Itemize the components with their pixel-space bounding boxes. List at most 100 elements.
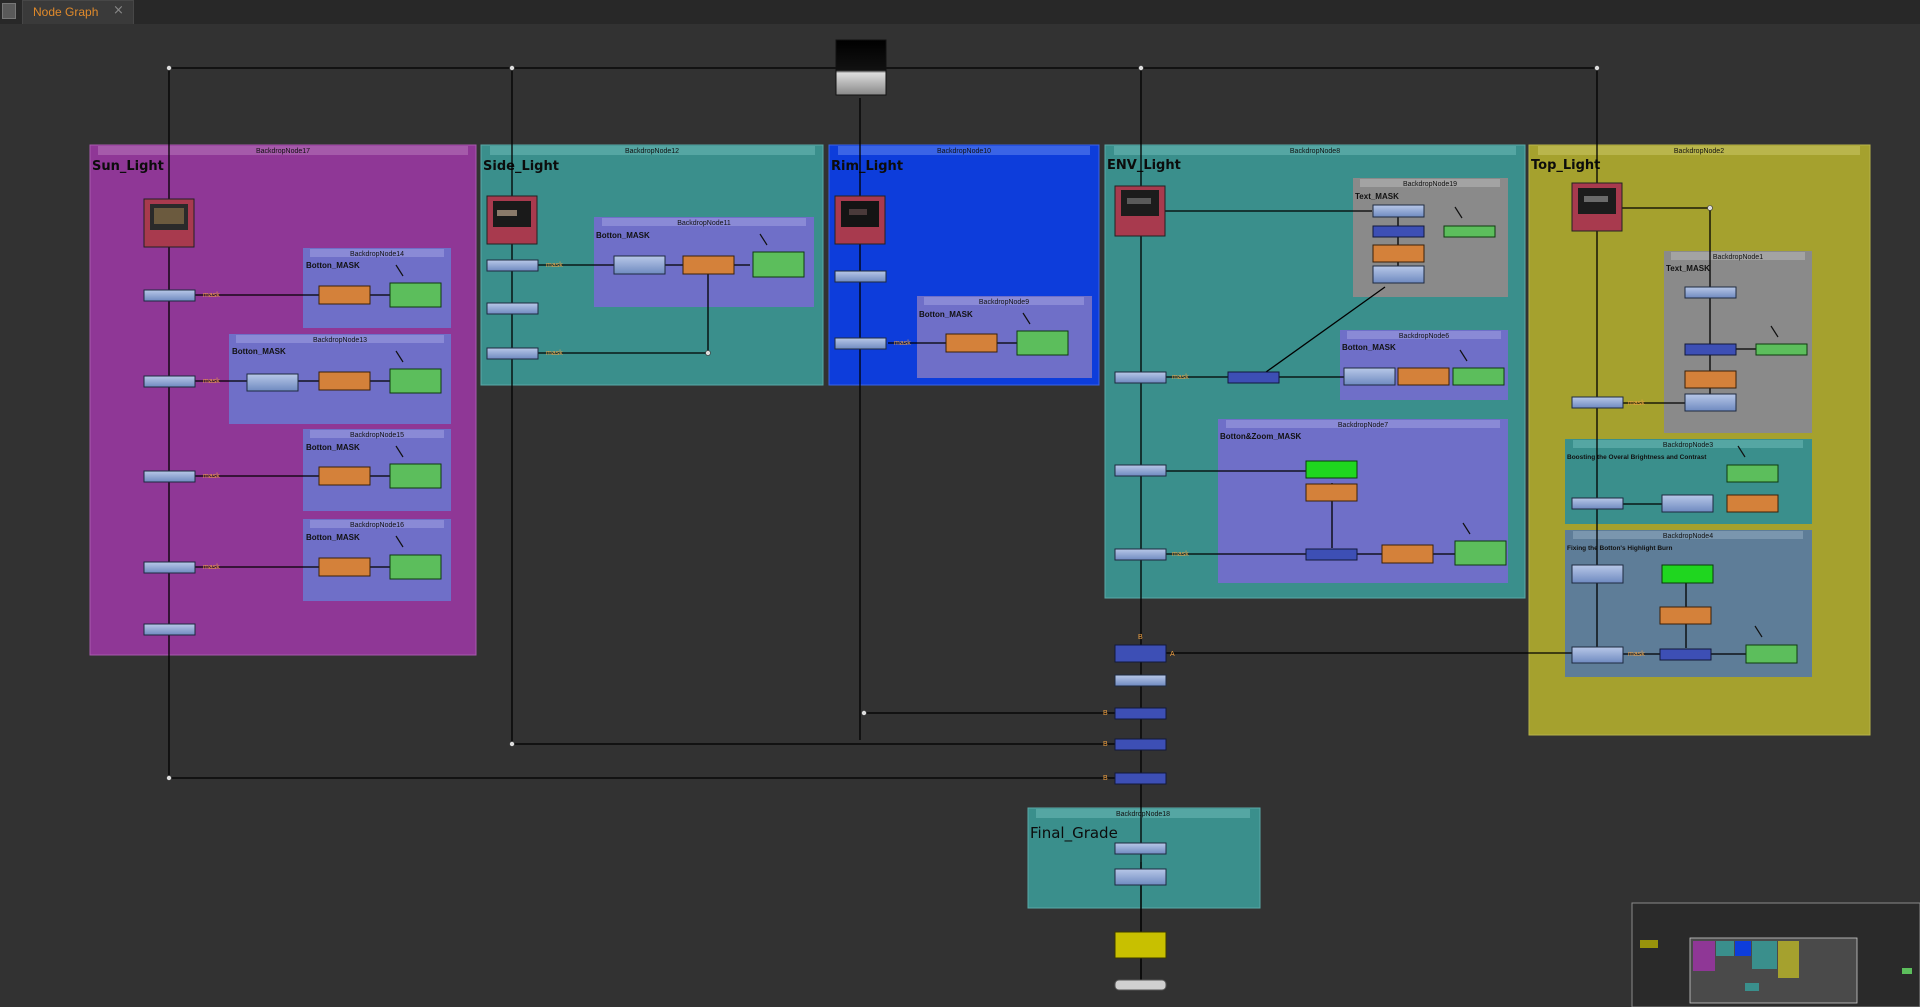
roto-node	[389, 554, 442, 580]
backdrop-subtitle: Botton_MASK	[1342, 343, 1396, 352]
grade-node	[1571, 396, 1624, 409]
blur-node	[1372, 244, 1425, 263]
input-b-label: B	[1103, 710, 1108, 717]
grade-node	[143, 375, 196, 388]
blur-node	[945, 333, 998, 353]
backdrop-subtitle: Text_MASK	[1666, 264, 1710, 273]
blur-nodes[interactable]	[318, 244, 1779, 625]
roto-node	[389, 282, 442, 308]
backdrop-label: BackdropNode8	[1290, 148, 1340, 155]
backdrop-label: BackdropNode7	[1338, 422, 1388, 429]
roto-node	[752, 251, 805, 278]
backdrop-label: BackdropNode9	[979, 299, 1029, 306]
backdrop-label: BackdropNode4	[1663, 533, 1713, 540]
edge-dots	[166, 65, 1713, 781]
input-b-label: B	[1103, 775, 1108, 782]
tab-node-graph[interactable]: Node Graph ×	[22, 0, 134, 24]
backdrop-label: BackdropNode10	[937, 148, 991, 155]
constant-green-nodes[interactable]	[1305, 460, 1714, 584]
grade-node	[1661, 494, 1714, 513]
grade-node	[1343, 367, 1396, 386]
grade-node	[1114, 464, 1167, 477]
backdrop-label: BackdropNode16	[350, 522, 404, 529]
backdrop-label: BackdropNode1	[1713, 254, 1763, 261]
blur-node	[1659, 606, 1712, 625]
merge-node	[1114, 772, 1167, 785]
backdrop-label: BackdropNode15	[350, 432, 404, 439]
merge-node	[1684, 343, 1737, 356]
input-b-label: B	[1138, 634, 1143, 641]
mask-label: mask	[546, 262, 563, 269]
constant-node[interactable]	[835, 39, 887, 96]
roto-node	[1755, 343, 1808, 356]
grade-node	[1684, 286, 1737, 299]
read-node[interactable]	[143, 198, 195, 248]
blur-node	[682, 255, 735, 275]
edge-labels: mask mask mask mask mask mask mask mask …	[203, 262, 1645, 782]
grade-node	[1372, 204, 1425, 218]
blur-node	[1726, 494, 1779, 513]
merge-node	[1227, 371, 1280, 384]
blur-node	[318, 285, 371, 305]
merge-node	[1372, 225, 1425, 238]
blur-node	[318, 371, 371, 391]
grade-node	[1684, 393, 1737, 412]
mask-label: mask	[203, 378, 220, 385]
constant-green-node	[1661, 564, 1714, 584]
node-graph-svg[interactable]: BackdropNode17 Sun_Light BackdropNode12 …	[0, 24, 1920, 1007]
merge-node	[1114, 707, 1167, 720]
read-node[interactable]	[486, 195, 538, 245]
grade-node	[1114, 842, 1167, 855]
read-node[interactable]	[1114, 185, 1166, 237]
backdrop-title: Rim_Light	[831, 159, 903, 174]
read-node[interactable]	[834, 195, 886, 245]
backdrop-title: Top_Light	[1531, 158, 1600, 173]
close-icon[interactable]: ×	[113, 3, 124, 18]
panel-grip-icon[interactable]	[2, 3, 16, 19]
roto-node	[1452, 367, 1505, 386]
roto-node	[1443, 225, 1496, 238]
blur-node	[1305, 483, 1358, 502]
backdrop-subtitle: Botton_MASK	[596, 231, 650, 240]
viewer-node[interactable]	[1114, 931, 1167, 959]
blur-node	[318, 557, 371, 577]
read-node[interactable]	[1571, 182, 1623, 232]
backdrop-node6[interactable]: BackdropNode6 Botton_MASK	[1340, 330, 1508, 400]
blur-node	[1381, 544, 1434, 564]
grade-node	[486, 259, 539, 272]
mask-label: mask	[1628, 400, 1645, 407]
backdrop-final-grade[interactable]: BackdropNode18 Final_Grade	[1027, 807, 1261, 909]
grade-node	[486, 302, 539, 315]
minimap[interactable]	[1631, 902, 1920, 1007]
backdrop-title: Final_Grade	[1030, 824, 1118, 843]
backdrop-subtitle: Text_MASK	[1355, 192, 1399, 201]
mask-label: mask	[1172, 551, 1189, 558]
backdrop-label: BackdropNode12	[625, 148, 679, 155]
input-b-label: B	[1103, 741, 1108, 748]
grade-nodes[interactable]	[143, 204, 1737, 886]
grade-node	[1114, 548, 1167, 561]
backdrop-subtitle: Boosting the Overal Brightness and Contr…	[1567, 454, 1707, 461]
backdrop-label: BackdropNode11	[677, 220, 731, 227]
backdrop-title: Side_Light	[483, 159, 559, 174]
backdrop-title: ENV_Light	[1107, 158, 1181, 173]
backdrop-label: BackdropNode18	[1116, 811, 1170, 818]
grade-node	[1571, 564, 1624, 584]
merge-nodes[interactable]	[1114, 225, 1737, 785]
mask-label: mask	[1628, 651, 1645, 658]
backdrop-label: BackdropNode19	[1403, 181, 1457, 188]
grade-node	[1114, 674, 1167, 687]
backdrop-subtitle: Botton_MASK	[306, 443, 360, 452]
backdrop-title: Sun_Light	[92, 159, 164, 174]
node-graph-canvas[interactable]: BackdropNode17 Sun_Light BackdropNode12 …	[0, 24, 1920, 1007]
grade-node	[1571, 646, 1624, 664]
roto-nodes[interactable]	[389, 225, 1808, 664]
roto-node	[1726, 464, 1779, 483]
backdrop-subtitle: Fixing the Botton's Highlight Burn	[1567, 545, 1673, 552]
write-node[interactable]	[1114, 979, 1167, 991]
roto-node	[1745, 644, 1798, 664]
merge-node	[1659, 648, 1712, 661]
grade-node	[1114, 371, 1167, 384]
mask-label: mask	[1172, 374, 1189, 381]
grade-node	[1571, 497, 1624, 510]
